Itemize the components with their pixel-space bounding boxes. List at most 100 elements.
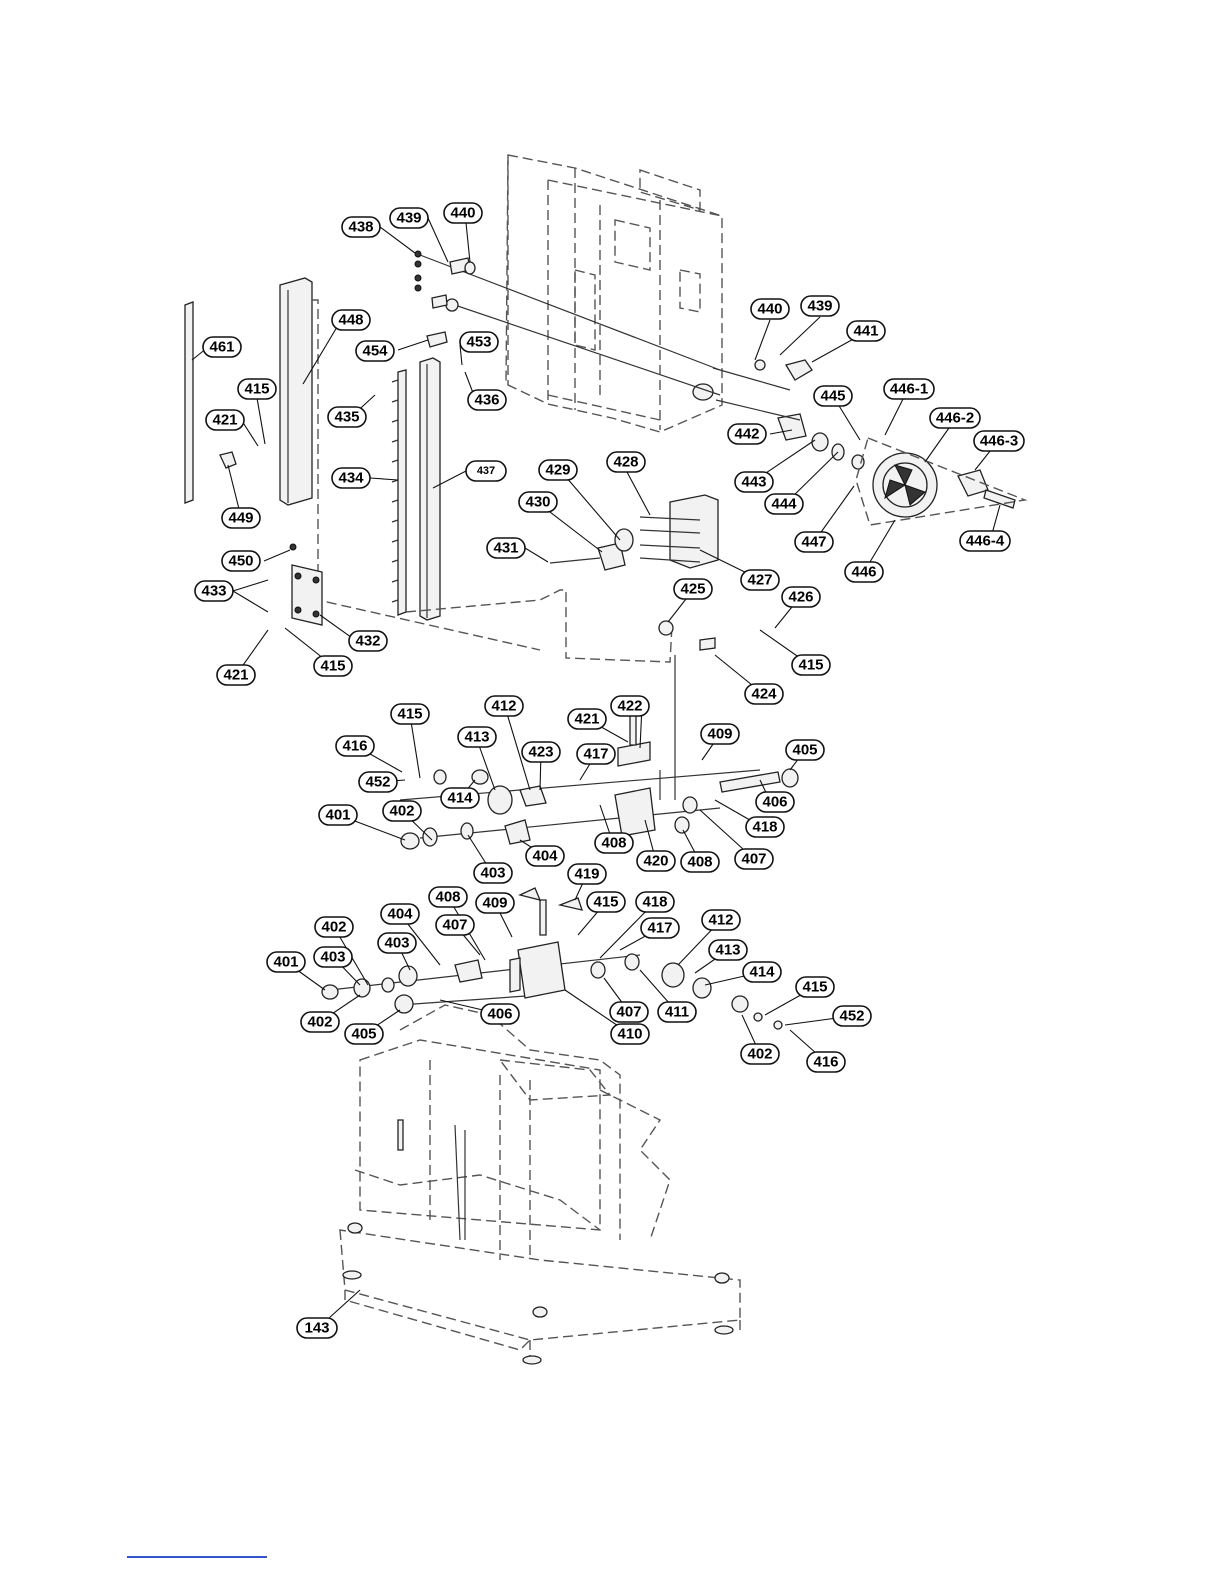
- svg-text:407: 407: [741, 851, 766, 868]
- svg-text:408: 408: [687, 854, 712, 871]
- callout-432: 432: [348, 630, 388, 652]
- svg-text:401: 401: [273, 954, 298, 971]
- callout-435: 435: [327, 406, 367, 428]
- callout-406: 406: [755, 791, 795, 813]
- svg-text:427: 427: [747, 572, 772, 589]
- svg-text:411: 411: [665, 1004, 689, 1021]
- callout-443: 443: [734, 471, 774, 493]
- callout-448: 448: [331, 309, 371, 331]
- callout-430: 430: [518, 491, 558, 513]
- svg-text:408: 408: [601, 835, 626, 852]
- callout-403b: 403: [313, 946, 353, 968]
- svg-text:443: 443: [741, 474, 766, 491]
- svg-text:424: 424: [751, 686, 777, 703]
- svg-text:408: 408: [435, 889, 460, 906]
- footer-rule: [127, 1556, 267, 1558]
- callout-411: 411: [657, 1001, 697, 1023]
- svg-text:461: 461: [209, 339, 234, 356]
- callout-431: 431: [486, 537, 526, 559]
- callout-414: 414: [440, 787, 480, 809]
- svg-text:429: 429: [545, 462, 570, 479]
- callout-441: 441: [846, 320, 886, 342]
- callout-401: 401: [318, 804, 358, 826]
- svg-text:421: 421: [223, 667, 248, 684]
- callout-415d: 415: [390, 703, 430, 725]
- svg-text:434: 434: [338, 470, 364, 487]
- callout-444: 444: [764, 493, 804, 515]
- svg-text:440: 440: [757, 301, 782, 318]
- callout-422: 422: [610, 695, 650, 717]
- callout-436: 436: [467, 389, 507, 411]
- callout-405: 405: [785, 739, 825, 761]
- svg-text:404: 404: [532, 848, 558, 865]
- svg-text:415: 415: [320, 658, 345, 675]
- svg-text:418: 418: [752, 819, 777, 836]
- callout-438: 438: [341, 216, 381, 238]
- svg-text:428: 428: [613, 454, 638, 471]
- svg-text:449: 449: [228, 510, 253, 527]
- upper-guide-shafts: [414, 250, 721, 396]
- svg-text:413: 413: [715, 942, 740, 959]
- svg-text:439: 439: [807, 298, 832, 315]
- svg-text:402: 402: [321, 919, 346, 936]
- callout-415c: 415: [791, 654, 831, 676]
- upper-wheel-housing: [505, 154, 723, 433]
- callout-414b: 414: [742, 961, 782, 983]
- callout-421b: 421: [216, 664, 256, 686]
- svg-text:415: 415: [397, 706, 422, 723]
- callout-449: 449: [221, 507, 261, 529]
- callout-407c: 407: [609, 1001, 649, 1023]
- svg-text:440: 440: [450, 205, 475, 222]
- svg-text:441: 441: [853, 323, 878, 340]
- blade-guard-assembly: [184, 277, 673, 663]
- callout-452: 452: [358, 771, 398, 793]
- svg-text:412: 412: [708, 912, 733, 929]
- svg-text:422: 422: [617, 698, 642, 715]
- svg-text:404: 404: [387, 906, 413, 923]
- callout-412: 412: [484, 695, 524, 717]
- lower-frame-and-base: [339, 1004, 741, 1365]
- svg-text:405: 405: [792, 742, 817, 759]
- svg-text:447: 447: [801, 534, 826, 551]
- svg-text:403: 403: [320, 949, 345, 966]
- svg-text:414: 414: [447, 790, 473, 807]
- callout-406b: 406: [480, 1003, 520, 1025]
- callout-412b: 412: [701, 909, 741, 931]
- callout-425: 425: [673, 578, 713, 600]
- callout-417b: 417: [640, 917, 680, 939]
- callout-424: 424: [744, 683, 784, 705]
- svg-text:417: 417: [647, 920, 672, 937]
- callout-440b: 440: [750, 298, 790, 320]
- lower-blade-guide-assembly: [321, 887, 783, 1030]
- svg-text:413: 413: [464, 729, 489, 746]
- svg-text:444: 444: [771, 496, 797, 513]
- svg-text:409: 409: [707, 726, 732, 743]
- svg-text:432: 432: [355, 633, 380, 650]
- callout-446-4: 446-4: [959, 530, 1011, 552]
- svg-text:415: 415: [798, 657, 823, 674]
- svg-text:410: 410: [617, 1026, 642, 1043]
- svg-text:448: 448: [338, 312, 363, 329]
- callout-442: 442: [727, 423, 767, 445]
- svg-text:403: 403: [480, 865, 505, 882]
- callout-415e: 415: [586, 891, 626, 913]
- svg-text:446-2: 446-2: [936, 410, 974, 427]
- svg-text:437: 437: [477, 465, 495, 477]
- svg-text:446-4: 446-4: [966, 533, 1005, 550]
- callout-461: 461: [202, 336, 242, 358]
- callout-404b: 404: [380, 903, 420, 925]
- svg-text:412: 412: [491, 698, 516, 715]
- svg-text:421: 421: [574, 711, 599, 728]
- svg-text:418: 418: [642, 894, 667, 911]
- callout-419: 419: [567, 863, 607, 885]
- callout-446: 446: [844, 561, 884, 583]
- svg-text:446-3: 446-3: [980, 433, 1018, 450]
- svg-text:445: 445: [820, 388, 845, 405]
- svg-text:452: 452: [839, 1008, 864, 1025]
- upper-blade-guide-assembly: [399, 620, 799, 850]
- callout-445: 445: [813, 385, 853, 407]
- callout-447: 447: [794, 531, 834, 553]
- svg-text:431: 431: [493, 540, 518, 557]
- callout-408c: 408: [428, 886, 468, 908]
- svg-text:421: 421: [212, 412, 237, 429]
